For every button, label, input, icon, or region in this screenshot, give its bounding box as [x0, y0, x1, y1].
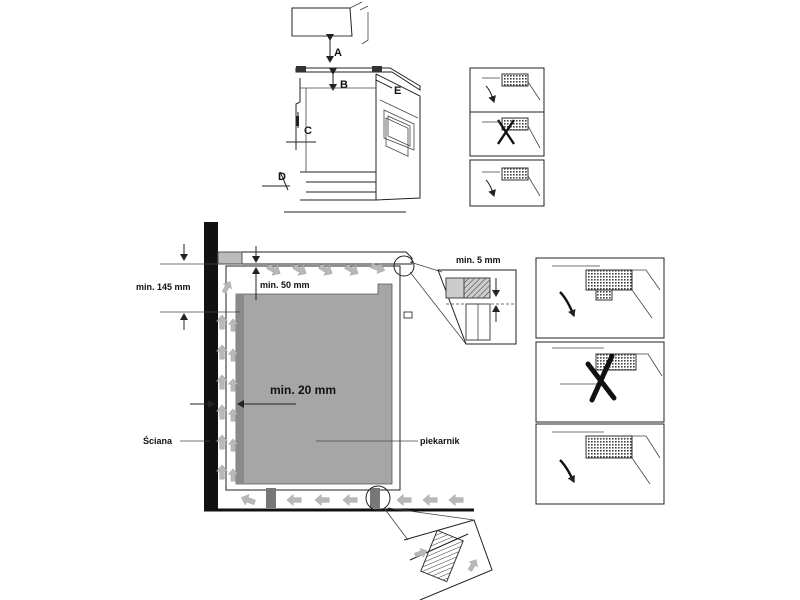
wall — [204, 222, 218, 510]
bottom-detail-panel-1 — [535, 257, 665, 339]
min-50-label: min. 50 mm — [260, 280, 310, 290]
bottom-detail-panel-2 — [535, 341, 665, 423]
top-figure: A B E C D — [262, 1, 421, 213]
top-detail-panel-2 — [469, 111, 545, 157]
detail-min-5 — [437, 269, 517, 345]
airflow-arrows-left — [216, 278, 238, 482]
min-20-label: min. 20 mm — [270, 383, 336, 397]
label-b: B — [340, 79, 348, 91]
min-5-label: min. 5 mm — [456, 255, 501, 265]
main-figure: min. 145 mm min. 50 mm min. 20 mm Ściana… — [136, 222, 517, 600]
bottom-detail-panels — [535, 257, 665, 505]
oven-label: piekarnik — [420, 436, 461, 446]
detail-bottom — [403, 519, 493, 600]
top-detail-panels — [469, 67, 545, 207]
crossed-mark-icon — [585, 353, 617, 403]
bottom-detail-panel-3 — [535, 423, 665, 505]
airflow-arrows-top — [264, 259, 388, 279]
label-c: C — [304, 125, 312, 137]
wall-label: Ściana — [143, 435, 173, 446]
label-a: A — [334, 47, 342, 59]
label-e: E — [394, 85, 401, 97]
top-detail-panel-3 — [469, 159, 545, 207]
min-145-label: min. 145 mm — [136, 282, 191, 292]
label-d: D — [278, 171, 286, 183]
